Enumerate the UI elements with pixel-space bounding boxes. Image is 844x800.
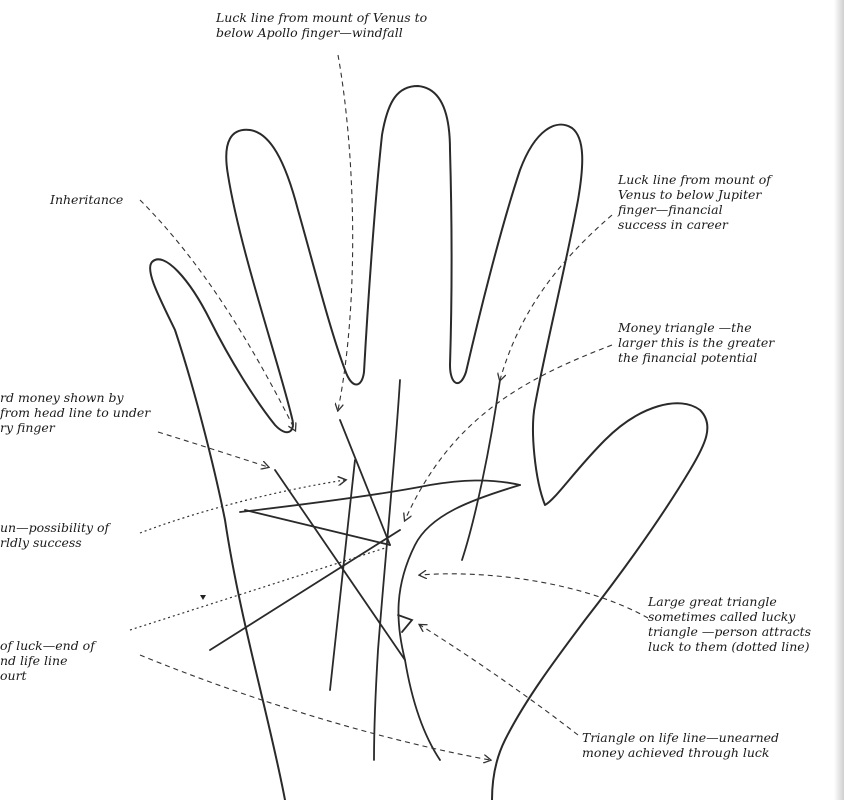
pointer-money-triangle [405,345,612,520]
label-great-triangle: Large great triangle sometimes called lu… [648,594,811,654]
pointer-inheritance [140,200,295,430]
fate-line [374,380,400,760]
label-money-triangle: Money triangle —the larger this is the g… [618,320,774,365]
label-luck-venus-jupiter: Luck line from mount of Venus to below J… [618,172,771,232]
money-line [330,460,355,690]
label-hard-money: rd money shown by from head line to unde… [0,390,150,435]
great-triangle-dotted [130,548,385,630]
page-edge [834,0,844,800]
pointer-great-triangle [420,574,648,618]
label-sun-line: un—possibility of rldly success [0,520,109,550]
life-line [398,485,520,760]
small-mark [200,595,206,600]
pointer-life-triangle [420,625,578,735]
label-triangle-life-line: Triangle on life line—unearned money ach… [582,730,779,760]
label-cross-of-luck: of luck—end of nd life line ourt [0,638,95,683]
pointer-jupiter [500,215,612,380]
triangle-line-2 [245,510,390,545]
pointer-sun-line [140,480,345,533]
label-inheritance: Inheritance [50,192,123,207]
line-to-venus-jupiter [462,380,500,560]
pointer-cross-of-luck [140,655,490,760]
label-luck-venus-apollo: Luck line from mount of Venus to below A… [216,10,427,40]
